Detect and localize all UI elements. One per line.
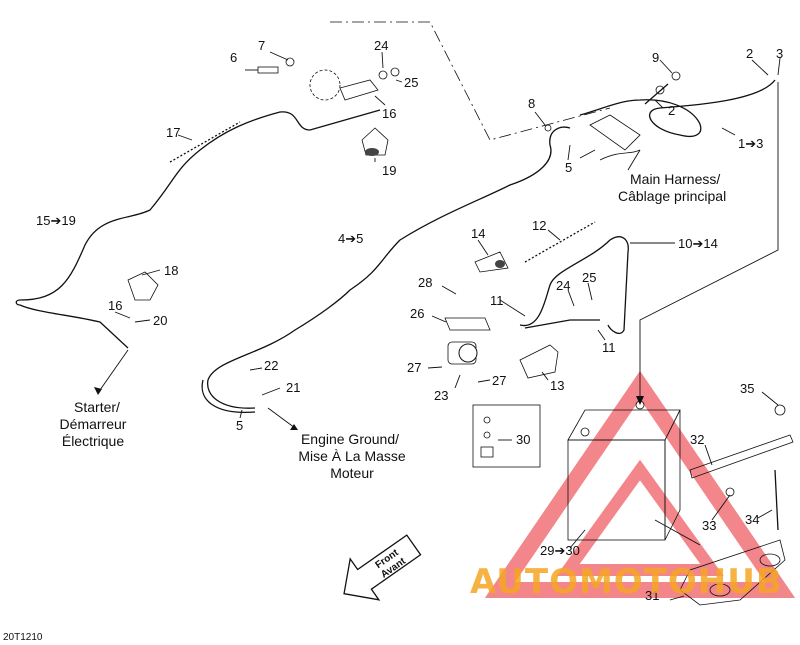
part-30: 30 xyxy=(516,432,530,447)
leader-3-battery xyxy=(639,82,779,398)
part-27b: 27 xyxy=(492,373,506,388)
solenoid-23 xyxy=(444,317,491,365)
spring-17 xyxy=(169,121,241,163)
part-24a: 24 xyxy=(374,38,388,53)
part-21: 21 xyxy=(286,380,300,395)
part-6: 6 xyxy=(230,50,237,65)
battery-29 xyxy=(567,400,681,541)
part-35: 35 xyxy=(740,381,754,396)
main-harness-label: Main Harness/ xyxy=(630,171,720,187)
cable-4-5 xyxy=(201,126,571,414)
watermark-logo xyxy=(484,370,796,598)
part-26: 26 xyxy=(410,306,424,321)
cable-15-19 xyxy=(15,109,381,349)
part-5a: 5 xyxy=(236,418,243,433)
part-8: 8 xyxy=(528,96,535,111)
boot-14 xyxy=(474,251,509,273)
part-29-30: 29➔30 xyxy=(540,543,580,558)
part-17: 17 xyxy=(166,125,180,140)
part-23: 23 xyxy=(434,388,448,403)
part-18: 18 xyxy=(164,263,178,278)
part-1-3: 1➔3 xyxy=(738,136,763,151)
mise-masse-label: Mise À La Masse xyxy=(298,448,406,464)
part-2a: 2 xyxy=(746,46,753,61)
part-7: 7 xyxy=(258,38,265,53)
part-31: 31 xyxy=(645,588,659,603)
cover-13 xyxy=(519,344,559,379)
part-14: 14 xyxy=(471,226,485,241)
part-33: 33 xyxy=(702,518,716,533)
diagram-code: 20T1210 xyxy=(3,632,43,643)
part-11a: 11 xyxy=(490,293,504,308)
main-harness-connector xyxy=(544,71,681,161)
boot-18 xyxy=(127,271,159,301)
boot-19 xyxy=(361,127,389,156)
part-3: 3 xyxy=(776,46,783,61)
part-28: 28 xyxy=(418,275,432,290)
part-32: 32 xyxy=(690,432,704,447)
electrique-label: Électrique xyxy=(62,433,124,449)
front-arrow: Front Avant xyxy=(343,534,422,601)
part-34: 34 xyxy=(745,512,759,527)
cable-10-14 xyxy=(519,236,629,334)
cablage-principal-label: Câblage principal xyxy=(618,188,726,204)
part-12: 12 xyxy=(532,218,546,233)
cable-1-3 xyxy=(579,79,776,137)
part-20: 20 xyxy=(153,313,167,328)
part-4-5: 4➔5 xyxy=(338,231,363,246)
part-24b: 24 xyxy=(556,278,570,293)
engine-ground-label: Engine Ground/ xyxy=(301,431,399,447)
part-10-14: 10➔14 xyxy=(678,236,718,251)
part-13: 13 xyxy=(550,378,564,393)
battery-tray-31 xyxy=(679,539,786,606)
top-connector-assembly xyxy=(257,57,400,101)
part-2b: 2 xyxy=(668,103,675,118)
part-11b: 11 xyxy=(602,340,616,355)
demarreur-label: Démarreur xyxy=(60,416,127,432)
dash-dot-outline xyxy=(330,21,611,141)
arrowhead xyxy=(636,396,644,405)
box-30 xyxy=(472,404,541,468)
part-22: 22 xyxy=(264,358,278,373)
spring-12 xyxy=(524,221,596,263)
part-15-19: 15➔19 xyxy=(36,213,76,228)
battery-strap-32 xyxy=(689,404,794,497)
part-25b: 25 xyxy=(582,270,596,285)
part-9: 9 xyxy=(652,50,659,65)
part-25a: 25 xyxy=(404,75,418,90)
watermark-text: AUTOMOTOHUB xyxy=(470,562,783,602)
part-16b: 16 xyxy=(108,298,122,313)
part-19: 19 xyxy=(382,163,396,178)
moteur-label: Moteur xyxy=(330,465,374,481)
rod-34 xyxy=(774,469,779,531)
part-16a: 16 xyxy=(382,106,396,121)
part-27a: 27 xyxy=(407,360,421,375)
part-5b: 5 xyxy=(565,160,572,175)
starter-label: Starter/ xyxy=(74,399,120,415)
